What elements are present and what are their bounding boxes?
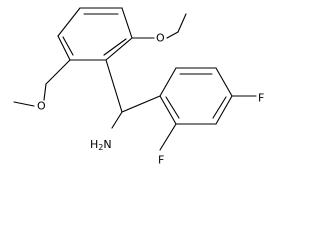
amine-label: H2N [90, 138, 112, 152]
oxygen-label-top: O [156, 32, 165, 45]
aminomethyl-bridge: H2N [90, 59, 161, 152]
methoxy-left: O [13, 59, 71, 113]
methoxy-top: O [131, 13, 187, 45]
fluorine-label-para: F [258, 92, 264, 105]
difluorophenyl-ring [159, 67, 233, 125]
oxygen-label-left: O [37, 100, 46, 113]
fluorine-label-ortho: F [158, 154, 164, 167]
dimethoxyphenyl-ring [57, 7, 133, 61]
chemical-structure: O O H2N F F [13, 7, 264, 167]
fluoro-ortho: F [158, 123, 177, 167]
fluoro-para: F [231, 92, 264, 105]
